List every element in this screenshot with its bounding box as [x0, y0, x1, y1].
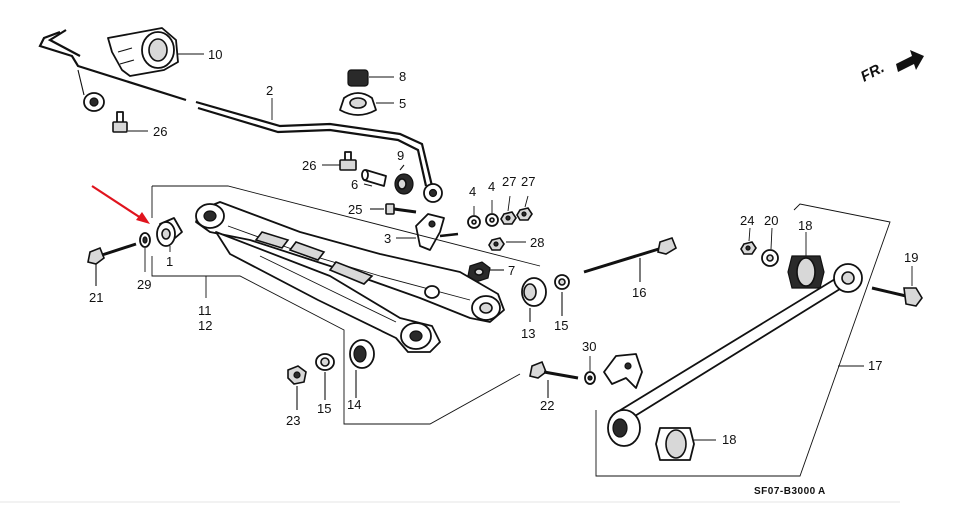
bushing-18-upper — [787, 232, 825, 289]
callout-19: 19 — [904, 250, 918, 265]
bushing-14 — [349, 339, 375, 398]
catalog-suffix: A — [818, 486, 826, 497]
callout-8: 8 — [399, 69, 406, 84]
callout-16: 16 — [632, 285, 646, 300]
bolt-19 — [871, 266, 923, 307]
stabilizer-bar — [38, 29, 443, 203]
bolt-21 — [87, 242, 137, 286]
nut-28 — [488, 237, 526, 251]
nut-27a — [500, 195, 517, 225]
bolt-26-middle — [322, 151, 357, 171]
callout-10: 10 — [208, 47, 222, 62]
stabilizer-link-3 — [396, 213, 459, 251]
callout-18-lower: 18 — [722, 432, 736, 447]
callout-4-right: 4 — [488, 179, 495, 194]
bushing-13 — [521, 277, 547, 322]
callout-29: 29 — [137, 277, 151, 292]
callout-26-left: 26 — [153, 124, 167, 139]
callout-labels: 10 8 2 5 26 9 26 6 4 4 27 27 25 3 28 7 1… — [89, 47, 918, 447]
callout-3: 3 — [384, 231, 391, 246]
callout-11: 11 — [198, 303, 212, 318]
callout-17: 17 — [868, 358, 882, 373]
callout-6: 6 — [351, 177, 358, 192]
callout-15-right: 15 — [554, 318, 568, 333]
callout-9: 9 — [397, 148, 404, 163]
washer-29 — [139, 232, 151, 248]
bushing-9 — [394, 164, 414, 195]
nut-23 — [287, 365, 307, 410]
annotation-arrow — [91, 185, 150, 224]
assembly-outline — [151, 185, 541, 425]
callout-28: 28 — [530, 235, 544, 250]
nut-7 — [467, 261, 504, 283]
callout-27-right: 27 — [521, 174, 535, 189]
bolt-16 — [583, 237, 677, 282]
callout-20: 20 — [764, 213, 778, 228]
callout-13: 13 — [521, 326, 535, 341]
catalog-code-block: SF07-B3000 A — [754, 486, 826, 497]
bushing-8 — [347, 69, 394, 87]
callout-2: 2 — [266, 83, 273, 98]
trailing-arm — [195, 201, 505, 353]
callout-23: 23 — [286, 413, 300, 428]
bolt-25 — [370, 203, 417, 215]
front-direction-marker: FR. — [858, 50, 924, 86]
bolt-22 — [529, 360, 579, 398]
callout-15-lower: 15 — [317, 401, 331, 416]
front-marker-label: FR. — [858, 59, 887, 85]
bolt-26-left — [112, 111, 148, 133]
catalog-code: SF07-B3000 — [754, 486, 816, 497]
callout-12: 12 — [198, 318, 212, 333]
leader-lines — [144, 98, 273, 272]
callout-21: 21 — [89, 290, 103, 305]
bushing-1 — [156, 217, 183, 247]
washer-30 — [584, 356, 596, 385]
stabilizer-bracket — [107, 27, 204, 77]
compensator-arm — [595, 203, 891, 477]
callout-30: 30 — [582, 339, 596, 354]
callout-25: 25 — [348, 202, 362, 217]
callout-5: 5 — [399, 96, 406, 111]
mounting-bracket — [603, 353, 643, 389]
callout-22: 22 — [540, 398, 554, 413]
callout-27-left: 27 — [502, 174, 516, 189]
callout-1: 1 — [166, 254, 173, 269]
callout-7: 7 — [508, 263, 515, 278]
washer-4a — [467, 206, 481, 229]
nut-27b — [516, 195, 533, 221]
bushing-18-lower — [655, 427, 716, 461]
callout-24: 24 — [740, 213, 754, 228]
callout-4-left: 4 — [469, 184, 476, 199]
washer-15-right — [554, 274, 570, 316]
callout-14: 14 — [347, 397, 361, 412]
callout-26-middle: 26 — [302, 158, 316, 173]
washer-20 — [761, 227, 779, 267]
collar-6 — [361, 169, 387, 187]
nut-24 — [740, 227, 757, 255]
washer-15-lower — [315, 353, 335, 400]
bushing-holder-5 — [339, 92, 394, 116]
callout-18-upper: 18 — [798, 218, 812, 233]
washer-4b — [485, 200, 499, 227]
